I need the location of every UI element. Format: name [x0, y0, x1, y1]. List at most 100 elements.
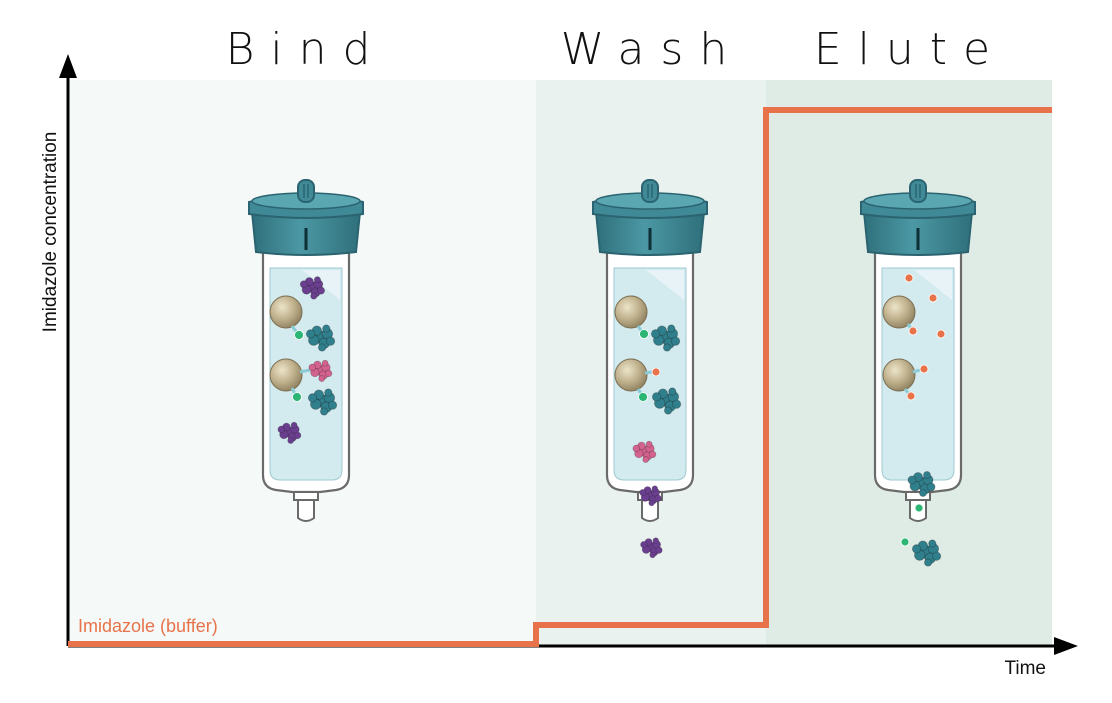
protein-subunit [919, 489, 927, 497]
protein-subunit [305, 329, 316, 339]
protein-subunit [648, 450, 657, 459]
protein-subunit [664, 406, 673, 415]
protein-subunit [650, 329, 661, 339]
imidazole-molecule [651, 367, 661, 377]
phase-title-bind: Bind [226, 24, 387, 75]
protein-subunit [926, 482, 936, 492]
imidazole-molecule [928, 293, 938, 303]
protein-subunit [655, 546, 663, 554]
his-tag [294, 330, 304, 340]
protein-subunit [670, 336, 681, 346]
imidazole-step-line [68, 107, 1052, 647]
protein-subunit [652, 537, 659, 544]
protein-subunit [321, 359, 329, 367]
protein-subunit [327, 400, 338, 410]
imidazole-molecule [936, 329, 946, 339]
his-tag [914, 503, 924, 513]
contaminant-protein [640, 537, 663, 559]
target-protein [911, 539, 942, 567]
resin-bead [614, 295, 648, 329]
protein-subunit [924, 558, 933, 567]
protein-subunit [911, 544, 922, 554]
protein-subunit [308, 363, 317, 372]
linker [912, 368, 921, 374]
protein-subunit [320, 407, 329, 416]
protein-subunit [299, 280, 308, 289]
column-tip-collar [293, 491, 319, 501]
linker [299, 368, 311, 374]
contaminant-protein [277, 421, 302, 444]
column-cap-knob [909, 179, 927, 203]
column-tip [297, 499, 315, 522]
phase-title-elute: Elute [814, 24, 1006, 75]
target-protein [650, 324, 681, 352]
column-elute [860, 179, 976, 567]
column-tip [641, 499, 659, 522]
y-axis-arrow-icon [59, 54, 77, 78]
protein-subunit [307, 393, 318, 403]
imidazole-molecule [908, 326, 918, 336]
resin-bead [269, 295, 303, 329]
protein-subunit [654, 494, 662, 502]
target-protein [307, 388, 338, 416]
y-axis [59, 54, 77, 646]
resin-bead [882, 295, 916, 329]
protein-subunit [293, 431, 302, 440]
protein-subunit [639, 489, 647, 497]
resin-bead [614, 358, 648, 392]
protein-subunit [317, 286, 325, 295]
y-axis-label: Imidazole concentration [40, 132, 61, 333]
target-protein [651, 387, 682, 415]
his-tag [638, 392, 648, 402]
target-protein [907, 471, 936, 497]
protein-subunit [642, 456, 650, 463]
imidazole-buffer-label: Imidazole (buffer) [78, 616, 218, 636]
protein-subunit [663, 343, 672, 352]
protein-subunit [287, 437, 295, 444]
protein-subunit [290, 421, 298, 429]
column-cap-knob [641, 179, 659, 203]
imidazole-molecule [919, 364, 929, 374]
column-wash [592, 179, 708, 559]
contaminant-protein [299, 276, 325, 300]
protein-subunit [640, 541, 648, 549]
x-axis-arrow-icon [1054, 637, 1078, 655]
protein-subunit [318, 343, 327, 352]
protein-subunit [322, 324, 331, 333]
column-cap-knob [297, 179, 315, 203]
resin-bead [269, 358, 303, 392]
his-tag [639, 329, 649, 339]
protein-subunit [928, 539, 937, 548]
protein-subunit [325, 336, 336, 346]
protein-subunit [648, 499, 655, 507]
protein-subunit [310, 292, 318, 300]
phase-title-wash: Wash [561, 24, 743, 75]
protein-subunit [324, 369, 333, 378]
protein-subunit [931, 551, 942, 561]
protein-subunit [632, 444, 641, 453]
his-tag [292, 392, 302, 402]
resin-highlight [646, 270, 684, 300]
protein-subunit [313, 276, 321, 284]
protein-subunit [923, 471, 931, 479]
protein-subunit [671, 399, 682, 409]
protein-subunit [318, 375, 326, 382]
protein-subunit [324, 388, 333, 397]
linker [644, 370, 653, 375]
protein-subunit [668, 387, 677, 396]
contaminant-protein [639, 485, 662, 507]
his-tag [900, 537, 910, 547]
column-bind [248, 179, 364, 522]
resin-highlight [914, 270, 952, 300]
protein-subunit [649, 551, 656, 559]
target-protein [305, 324, 336, 352]
protein-subunit [277, 425, 286, 434]
resin-bead [882, 358, 916, 392]
contaminant-protein [308, 359, 333, 382]
protein-subunit [907, 475, 917, 485]
protein-subunit [651, 392, 662, 402]
imidazole-molecule [906, 391, 916, 401]
protein-subunit [645, 440, 653, 448]
protein-subunit [667, 324, 676, 333]
